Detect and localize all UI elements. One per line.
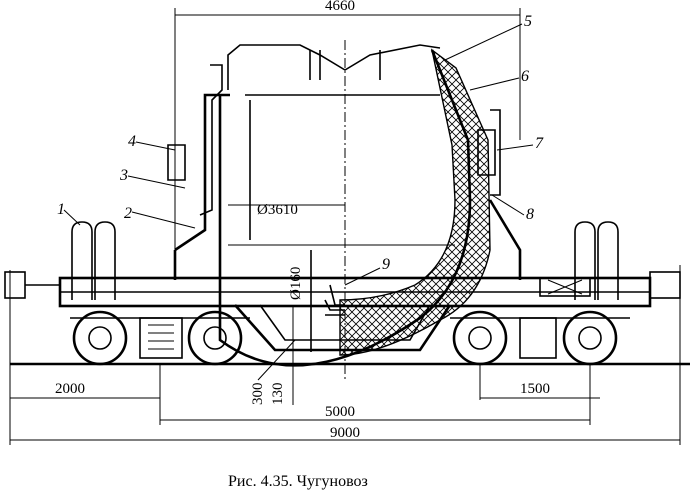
bottom-dimensions: 2000 1500 5000 9000 <box>9 265 681 445</box>
figure-caption: Рис. 4.35. Чугуновоз <box>228 473 368 490</box>
pin-detail: Ø160 <box>288 250 345 352</box>
svg-text:9: 9 <box>382 256 390 273</box>
dimension-300-130: 300 130 <box>250 306 296 406</box>
svg-text:7: 7 <box>535 135 544 152</box>
svg-text:1: 1 <box>57 201 65 218</box>
frame <box>167 64 522 352</box>
svg-text:2000: 2000 <box>55 381 85 397</box>
callouts: 1 2 3 4 5 6 7 8 9 <box>57 13 544 286</box>
svg-text:300: 300 <box>250 383 266 406</box>
svg-text:2: 2 <box>124 205 132 222</box>
svg-text:5: 5 <box>524 13 532 30</box>
svg-text:130: 130 <box>270 383 286 406</box>
svg-text:Ø160: Ø160 <box>288 267 304 300</box>
svg-text:4: 4 <box>128 133 136 150</box>
svg-text:Ø3610: Ø3610 <box>257 202 298 218</box>
svg-text:4660: 4660 <box>325 0 355 14</box>
svg-text:6: 6 <box>521 68 529 85</box>
ladle: Ø3610 <box>218 40 491 380</box>
svg-text:8: 8 <box>526 206 534 223</box>
svg-text:9000: 9000 <box>330 425 360 441</box>
couplers <box>4 271 681 299</box>
bogies <box>70 317 630 359</box>
svg-text:1500: 1500 <box>520 381 550 397</box>
svg-text:3: 3 <box>119 167 128 184</box>
svg-text:5000: 5000 <box>325 404 355 420</box>
brake-cylinders <box>71 221 619 300</box>
dimension-4660: 4660 <box>174 0 521 250</box>
